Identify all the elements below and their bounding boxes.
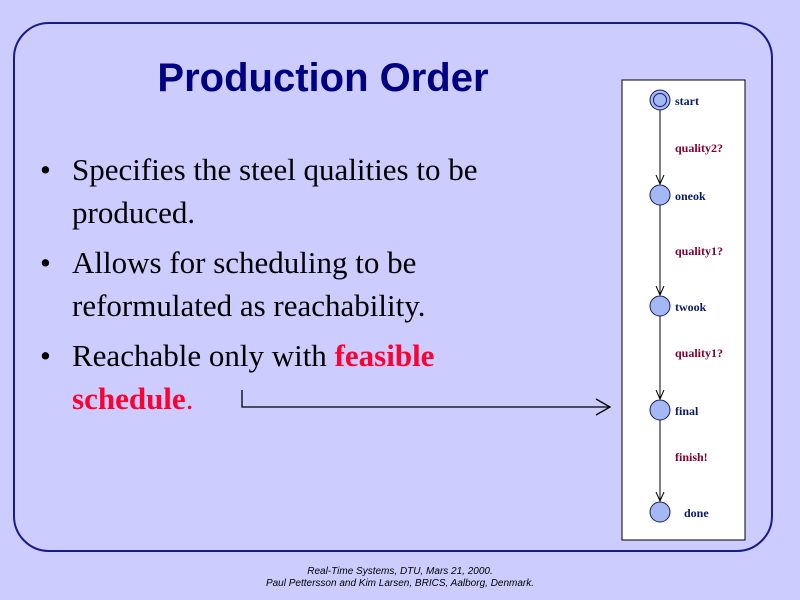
- state-label: start: [675, 94, 699, 108]
- edge-label: quality1?: [675, 244, 723, 258]
- state-label: oneok: [675, 189, 706, 203]
- page-title: Production Order: [157, 56, 489, 100]
- edge-label: finish!: [675, 450, 708, 464]
- state-node: [649, 89, 671, 111]
- diagram-box: [621, 79, 746, 541]
- state-node: [649, 295, 671, 317]
- state-node: [649, 399, 671, 421]
- edge-label: quality1?: [675, 346, 723, 360]
- arrow-head-icon: [655, 174, 665, 186]
- arrow-head-icon: [655, 389, 665, 401]
- arrow-head-icon: [655, 285, 665, 297]
- bullet-end: .: [185, 381, 194, 416]
- bullet-item: Reachable only with feasible schedule.: [40, 334, 560, 420]
- pointer-arrow: [241, 390, 610, 408]
- state-node: [649, 501, 671, 523]
- slide-frame: [13, 22, 773, 552]
- footer: Real-Time Systems, DTU, Mars 21, 2000. P…: [0, 566, 800, 590]
- bullet-item: Specifies the steel qualities to be prod…: [40, 148, 560, 234]
- bullet-text: Reachable only with: [72, 338, 335, 373]
- footer-line: Paul Pettersson and Kim Larsen, BRICS, A…: [265, 578, 535, 589]
- state-label: final: [675, 404, 699, 418]
- arrow-head-icon: [655, 491, 665, 503]
- state-node: [649, 184, 671, 206]
- initial-state-marker: [653, 93, 667, 107]
- arrow-head-icon: [595, 398, 612, 416]
- footer-line: Real-Time Systems, DTU, Mars 21, 2000.: [307, 566, 493, 577]
- bullet-item: Allows for scheduling to be reformulated…: [40, 241, 560, 327]
- bullet-list: Specifies the steel qualities to be prod…: [40, 148, 560, 427]
- highlight-text: feasible schedule: [72, 338, 435, 416]
- state-label: done: [684, 506, 709, 520]
- state-label: twook: [675, 300, 707, 314]
- edge-label: quality2?: [675, 141, 723, 155]
